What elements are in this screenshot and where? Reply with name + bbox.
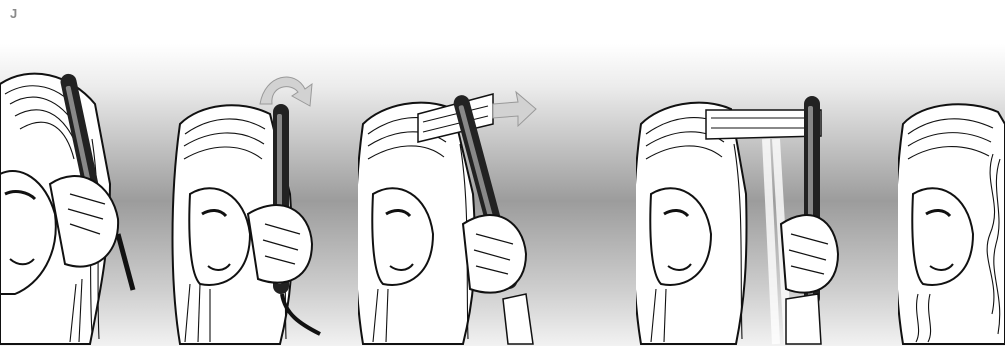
curved-arrow-icon — [260, 77, 312, 106]
illustration-panel-4 — [636, 44, 846, 346]
step-label: J — [10, 6, 17, 21]
illustration-panel-3 — [358, 44, 548, 346]
illustration-panel-2 — [170, 44, 340, 346]
illustration-panel-5 — [898, 44, 1005, 346]
curled-hair-result-illustration — [898, 44, 1005, 346]
hair-straightener-step-1-illustration — [0, 44, 150, 346]
illustration-panel-1 — [0, 44, 150, 346]
hair-straightener-step-3-illustration — [358, 44, 548, 346]
hair-straightener-step-4-illustration — [636, 44, 846, 346]
hair-straightener-step-2-illustration — [170, 44, 340, 346]
right-arrow-icon — [493, 92, 536, 126]
